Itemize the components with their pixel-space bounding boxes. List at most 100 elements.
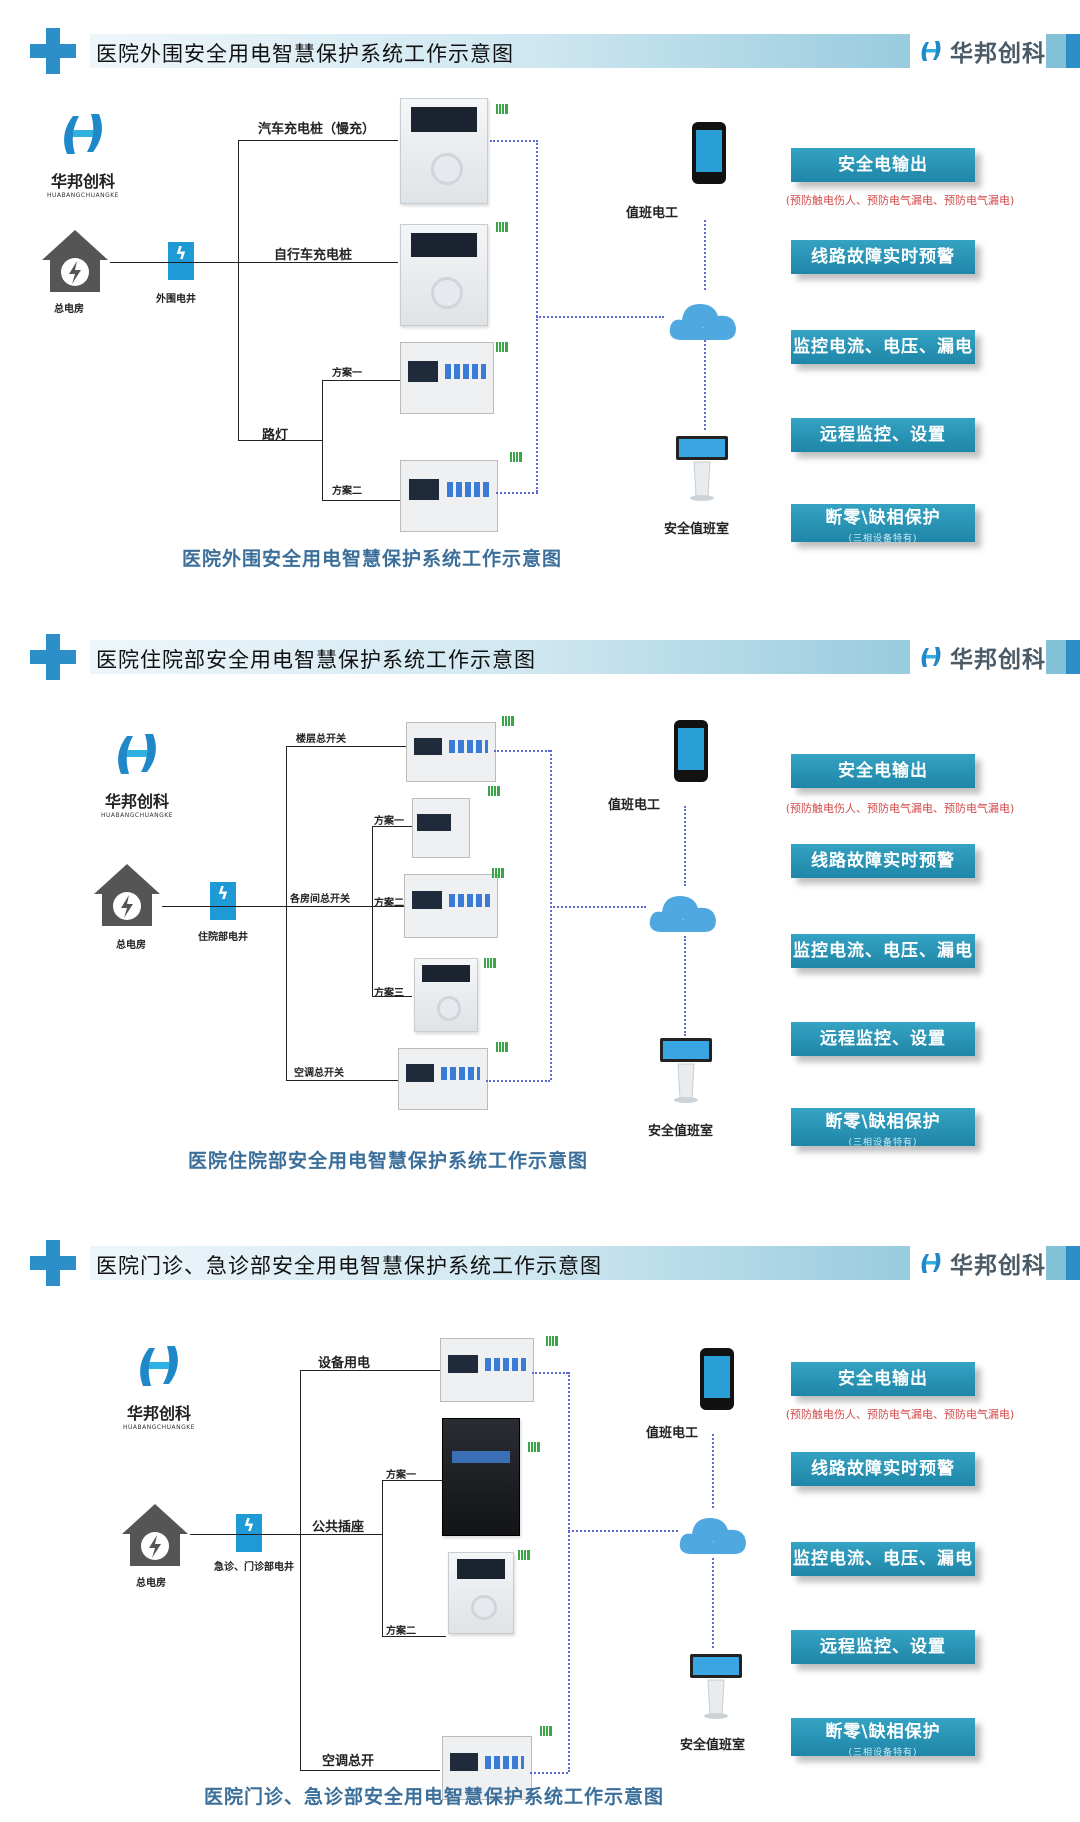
branch-label: 空调总开关 — [294, 1068, 344, 1079]
feature-fault-warning: 线路故障实时预警 — [791, 240, 975, 274]
branch-label: 楼层总开关 — [296, 734, 346, 745]
side-logo-name: 华邦创科 — [126, 1404, 191, 1423]
electric-well-label: 急诊、门诊部电井 — [214, 1562, 294, 1573]
wire — [286, 906, 372, 908]
feature-safe-output: 安全电输出 — [791, 754, 975, 788]
branch-label: 方案三 — [374, 988, 404, 999]
side-logo-en: HUABANGCHUANGKE — [101, 812, 173, 819]
dotted-link — [494, 750, 550, 752]
brand-logo: 华邦创科 — [910, 639, 1046, 675]
wire — [238, 262, 398, 264]
header-title: 医院门诊、急诊部安全用电智慧保护系统工作示意图 — [96, 1254, 602, 1278]
signal-icon — [500, 716, 514, 726]
signal-icon — [544, 1336, 558, 1346]
wire — [110, 262, 238, 264]
branch-label: 自行车充电桩 — [274, 248, 353, 263]
wire — [372, 826, 412, 828]
header-tail — [1066, 34, 1080, 68]
feature-phase-protect: 断零\缺相保护 (三相设备特有) — [791, 1108, 975, 1148]
dotted-link — [704, 340, 706, 430]
section-header: 医院外围安全用电智慧保护系统工作示意图 华邦创科 — [30, 28, 1080, 78]
feature-phase-protect: 断零\缺相保护 (三相设备特有) — [791, 504, 975, 544]
dotted-link — [496, 492, 538, 494]
wire — [300, 1534, 382, 1536]
feature-monitor: 监控电流、电压、漏电 — [791, 330, 975, 364]
branch-label: 设备用电 — [318, 1356, 371, 1371]
feature-fault-warning: 线路故障实时预警 — [791, 1452, 975, 1486]
brand-logo: 华邦创科 — [910, 33, 1046, 69]
branch-label: 公共插座 — [312, 1520, 365, 1535]
bike-charger-device — [400, 224, 488, 326]
branch-label: 汽车充电桩（慢充） — [258, 122, 376, 137]
signal-icon — [538, 1726, 552, 1736]
branch-label: 方案一 — [374, 816, 404, 827]
brand-h-icon — [53, 104, 113, 164]
dotted-link — [684, 806, 686, 886]
feature-safe-output: 安全电输出 — [791, 148, 975, 182]
branch-label: 各房间总开关 — [290, 894, 350, 905]
side-logo: 华邦创科 HUABANGCHUANGKE — [92, 724, 182, 819]
cloud-icon — [676, 1510, 750, 1558]
kiosk-icon — [674, 434, 730, 502]
branch-label: 方案二 — [374, 898, 404, 909]
feature-fault-warning: 线路故障实时预警 — [791, 844, 975, 878]
phase-protect-label: 断零\缺相保护 — [825, 1112, 941, 1132]
kiosk-icon — [658, 1036, 714, 1104]
side-logo: 华邦创科 HUABANGCHUANGKE — [114, 1336, 204, 1431]
room-switch-device-b — [404, 874, 498, 938]
wire — [372, 826, 374, 996]
power-room-label: 总电房 — [54, 304, 84, 315]
streetlight-controller-a — [400, 342, 494, 414]
power-room-icon — [92, 862, 162, 928]
signal-icon — [490, 868, 504, 878]
signal-icon — [526, 1442, 540, 1452]
brand-h-icon — [129, 1336, 189, 1396]
feature-monitor: 监控电流、电压、漏电 — [791, 1542, 975, 1576]
wire — [382, 1636, 446, 1638]
cloud-icon — [646, 888, 720, 936]
branch-label: 路灯 — [262, 428, 289, 443]
header-tail — [1066, 1246, 1080, 1280]
power-room-label: 总电房 — [136, 1578, 166, 1589]
feature-phase-protect: 断零\缺相保护 (三相设备特有) — [791, 1718, 975, 1758]
duty-room-label: 安全值班室 — [680, 1738, 746, 1753]
dotted-link — [532, 1372, 568, 1374]
section-header: 医院门诊、急诊部安全用电智慧保护系统工作示意图 华邦创科 — [30, 1240, 1080, 1290]
phase-protect-label: 断零\缺相保护 — [825, 508, 941, 528]
ac-switch-device — [442, 1736, 532, 1800]
brand-name: 华邦创科 — [950, 647, 1046, 673]
dotted-link — [550, 750, 552, 1080]
electrician-label: 值班电工 — [608, 798, 661, 813]
plus-icon — [30, 1240, 76, 1286]
socket-device — [448, 1552, 514, 1634]
wire — [322, 500, 400, 502]
side-logo-en: HUABANGCHUANGKE — [47, 192, 119, 199]
wire — [238, 140, 398, 142]
wire — [382, 1480, 384, 1636]
charging-pile-device — [400, 98, 488, 204]
cloud-icon — [666, 296, 740, 344]
brand-name: 华邦创科 — [950, 1253, 1046, 1279]
phase-protect-note: (三相设备特有) — [848, 1138, 918, 1148]
signal-icon — [494, 1042, 508, 1052]
branch-label: 方案一 — [332, 368, 362, 379]
signal-icon — [482, 958, 496, 968]
branch-label: 空调总开 — [322, 1754, 375, 1769]
streetlight-controller-b — [400, 460, 498, 532]
brand-h-icon — [916, 642, 946, 672]
phase-protect-note: (三相设备特有) — [848, 1748, 918, 1758]
kiosk-icon — [688, 1652, 744, 1720]
phone-icon — [700, 1348, 734, 1410]
wire — [162, 906, 286, 908]
brand-logo: 华邦创科 — [910, 1245, 1046, 1281]
safe-output-note: (预防触电伤人、预防电气漏电、预防电气漏电) — [785, 802, 1015, 815]
branch-label: 方案一 — [386, 1470, 416, 1481]
section-header: 医院住院部安全用电智慧保护系统工作示意图 华邦创科 — [30, 634, 1080, 684]
duty-room-label: 安全值班室 — [648, 1124, 714, 1139]
diagram-caption: 医院住院部安全用电智慧保护系统工作示意图 — [188, 1150, 589, 1172]
brand-h-icon — [916, 1248, 946, 1278]
wire — [238, 140, 240, 440]
dotted-link — [712, 1558, 714, 1648]
phone-icon — [692, 122, 726, 184]
electrician-label: 值班电工 — [646, 1426, 699, 1441]
